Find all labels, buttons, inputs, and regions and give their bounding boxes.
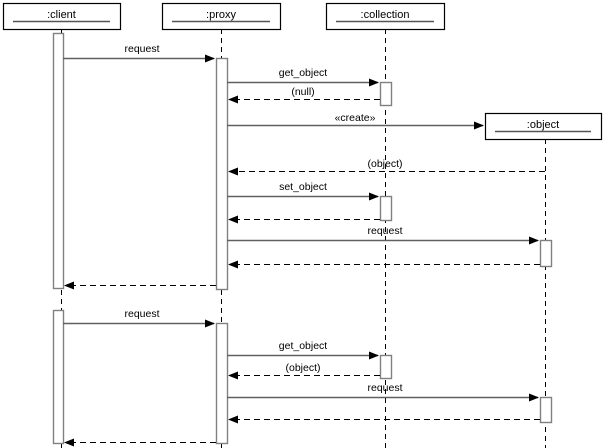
- message-label: get_object: [279, 67, 328, 79]
- participant-proxy[interactable]: :proxy: [161, 2, 282, 31]
- message-label: (object): [367, 158, 402, 170]
- participant-box-proxy[interactable]: [161, 2, 282, 31]
- message-label: request: [124, 308, 159, 320]
- message-m3: (null): [228, 86, 380, 104]
- message-m4: «create»: [227, 112, 484, 130]
- message-m5: (object): [228, 158, 545, 176]
- message-label: set_object: [279, 181, 327, 193]
- message-m1: request: [63, 43, 215, 63]
- message-label: (null): [291, 86, 314, 98]
- activation-bar-client: [52, 309, 65, 445]
- activations-layer: [52, 32, 553, 445]
- message-label: «create»: [335, 112, 376, 124]
- participant-label-client: :client: [47, 9, 76, 21]
- message-m8: request: [227, 225, 539, 245]
- message-label: request: [367, 382, 402, 394]
- participant-label-object: :object: [527, 119, 559, 131]
- message-label: get_object: [279, 340, 328, 352]
- participant-label-proxy: :proxy: [206, 9, 236, 21]
- participant-client[interactable]: :client: [2, 2, 122, 31]
- participant-collection[interactable]: :collection: [325, 2, 446, 31]
- participant-box-collection[interactable]: [325, 2, 446, 31]
- activation-bar-proxy: [215, 57, 229, 291]
- activation-bar-collection: [379, 354, 393, 380]
- message-m13: (object): [228, 362, 380, 380]
- message-m6: set_object: [227, 181, 379, 201]
- message-m2: get_object: [227, 67, 379, 87]
- participant-box-client[interactable]: [2, 2, 122, 31]
- activation-bar-proxy: [215, 322, 229, 445]
- messages-layer: request get_object (null) «create» (object) s…: [63, 43, 545, 447]
- activation-bar-client: [52, 32, 65, 290]
- activation-bar-collection: [379, 81, 393, 107]
- message-m14: request: [227, 382, 539, 402]
- participant-object[interactable]: :object: [484, 112, 603, 141]
- participant-label-collection: :collection: [361, 9, 410, 21]
- participant-boxes-layer: :client :proxy :collection :object: [2, 2, 603, 141]
- activation-bar-object: [539, 239, 553, 268]
- activation-bar-object: [539, 396, 553, 424]
- participant-box-object[interactable]: [484, 112, 603, 141]
- message-m11: request: [63, 308, 215, 328]
- message-label: (object): [285, 362, 320, 374]
- message-m12: get_object: [227, 340, 379, 360]
- message-label: request: [124, 43, 159, 55]
- activation-bar-collection: [379, 195, 393, 222]
- message-label: request: [367, 225, 402, 237]
